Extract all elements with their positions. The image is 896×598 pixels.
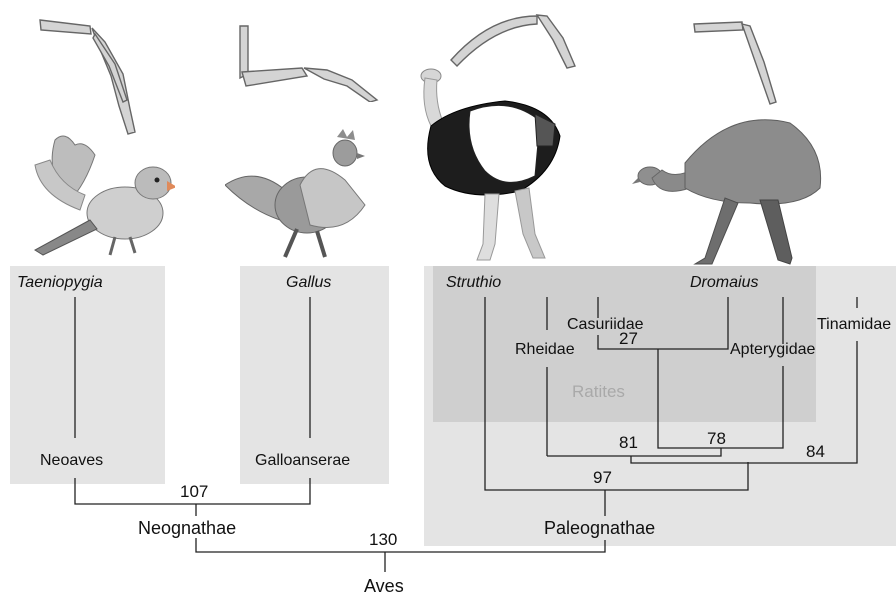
aves-node-value: 130 [369,530,397,550]
neognathae-label: Neognathae [138,518,236,539]
casuary-node-value: 27 [619,329,638,349]
apterygidae-label: Apterygidae [730,341,815,359]
kiwi-node-value: 78 [707,429,726,449]
gallus-label: Gallus [286,274,331,292]
paleognathae-label: Paleognathae [544,518,655,539]
emu-wing-icon [692,18,782,106]
aves-label: Aves [364,576,404,597]
dromaius-label: Dromaius [690,274,758,292]
emu-icon [630,108,830,268]
neoaves-label: Neoaves [40,452,103,470]
zebra-finch-icon [25,125,175,260]
tinamou-node-value: 84 [806,442,825,462]
finch-wing-icon [35,14,175,139]
neognathae-node-value: 107 [180,482,208,502]
chicken-wing-icon [232,22,380,102]
rheid-node-value: 81 [619,433,638,453]
tinamidae-label: Tinamidae [817,316,891,334]
ostrich-icon [415,66,575,264]
taeniopygia-label: Taeniopygia [17,274,103,292]
paleognathae-node-value: 97 [593,468,612,488]
chicken-icon [225,125,375,265]
ratites-label: Ratites [572,382,625,402]
rheidae-label: Rheidae [515,341,575,359]
galloanserae-label: Galloanserae [255,452,350,470]
struthio-label: Struthio [446,274,501,292]
